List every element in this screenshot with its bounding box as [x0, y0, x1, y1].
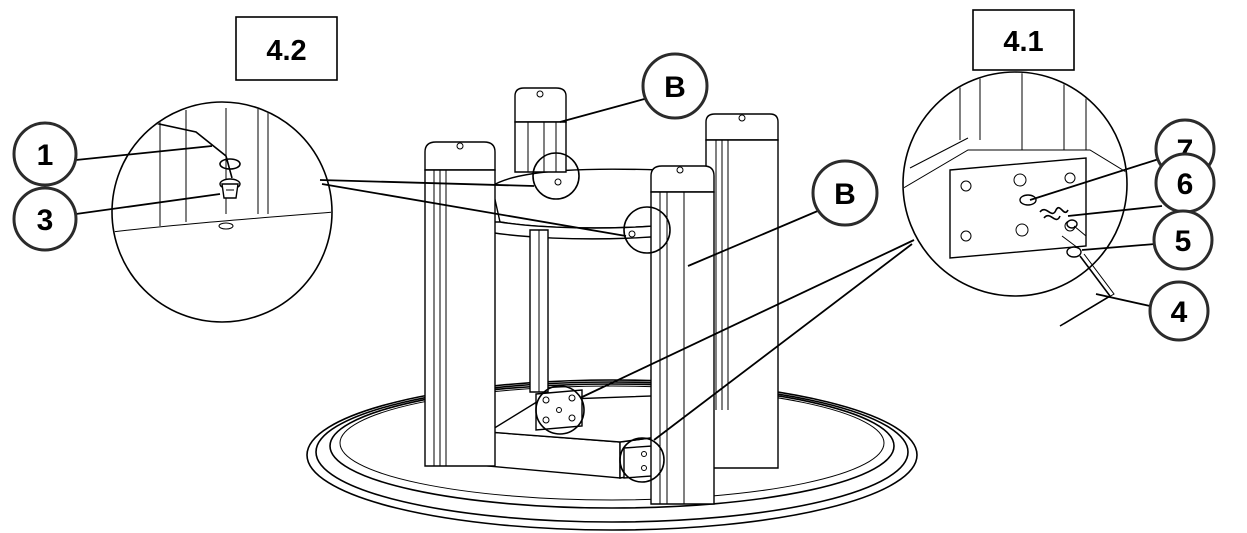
step-box-4-2: 4.2 — [235, 16, 338, 81]
callout-4-label: 4 — [1171, 296, 1188, 329]
leg-front-left — [424, 141, 496, 467]
step-label-4-1: 4.1 — [1003, 26, 1043, 58]
step-box-4-1: 4.1 — [972, 9, 1075, 71]
detail-marker-top — [532, 152, 580, 200]
callout-b-side: B — [811, 159, 879, 227]
step-label-4-2: 4.2 — [266, 35, 306, 67]
callout-b-top: B — [641, 52, 709, 120]
callout-6-label: 6 — [1177, 168, 1194, 201]
callout-5-label: 5 — [1175, 225, 1192, 258]
callout-4: 4 — [1148, 280, 1210, 342]
leg-back-right — [705, 113, 779, 469]
callout-leaders — [75, 91, 1163, 307]
callout-3: 3 — [12, 186, 78, 252]
callout-6: 6 — [1154, 152, 1216, 214]
detail-leaders — [319, 179, 915, 441]
leg-front-right — [650, 165, 715, 505]
detail-view-4-1 — [902, 71, 1128, 327]
detail-marker-plate — [623, 206, 671, 254]
callout-5: 5 — [1152, 209, 1214, 271]
detail-marker-bracket — [535, 385, 585, 435]
callout-1: 1 — [12, 121, 78, 187]
callout-1-label: 1 — [37, 139, 54, 172]
callout-b-top-label: B — [664, 71, 686, 104]
callout-3-label: 3 — [37, 204, 54, 237]
leg-back-center — [514, 87, 567, 393]
callout-b-side-label: B — [834, 178, 856, 211]
detail-marker-corner — [619, 437, 665, 483]
detail-view-4-2 — [111, 101, 333, 323]
